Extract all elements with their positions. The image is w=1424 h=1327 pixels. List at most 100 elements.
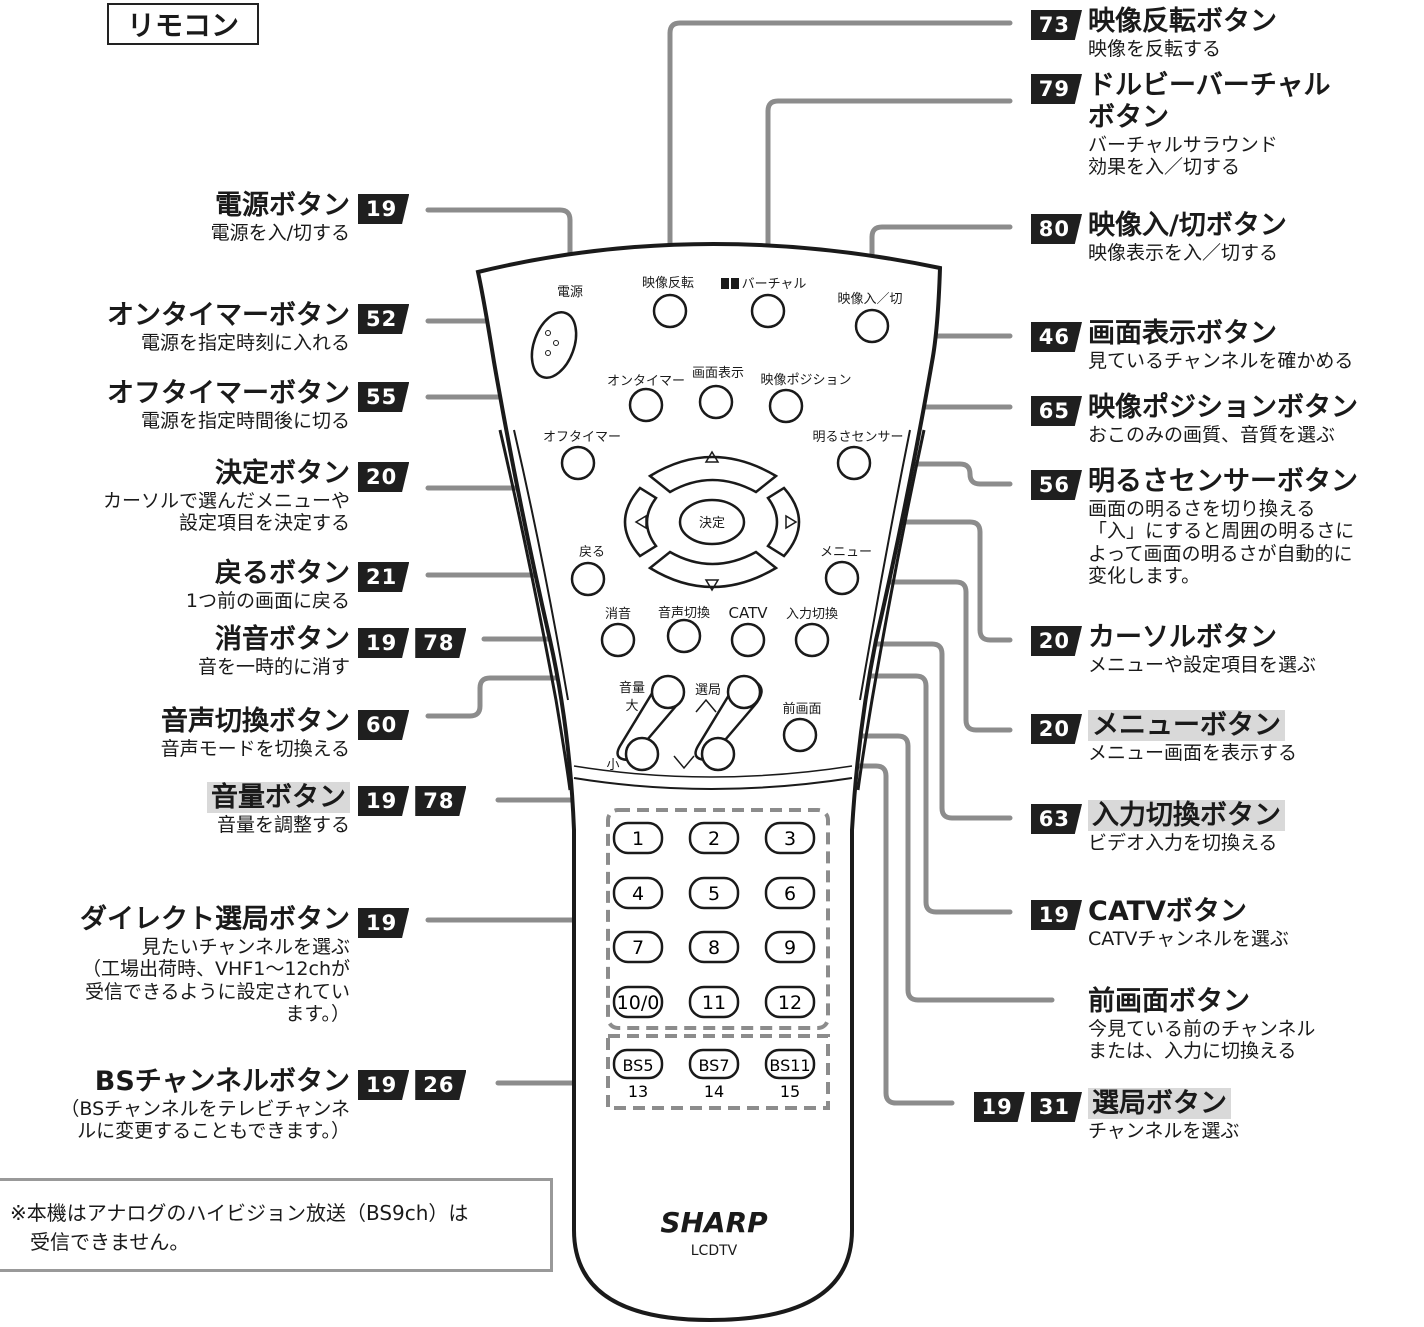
leader-video-onoff (869, 224, 1013, 315)
bs-keypad-outline (606, 1034, 830, 1110)
prev-button (782, 717, 818, 753)
page-refs: 79 (1030, 74, 1082, 104)
page-ref-badge: 46 (1030, 322, 1082, 352)
volume-label: 音量 (619, 680, 645, 696)
mute-label: 消音 (605, 606, 631, 622)
page-ref-badge: 78 (415, 628, 467, 658)
ch-up-caret-icon (695, 698, 717, 713)
annotation-desc: チャンネルを選ぶ (1088, 1119, 1240, 1142)
menu-button (824, 560, 860, 596)
bs-key (612, 1048, 664, 1080)
channel-label: 選局 (695, 683, 721, 698)
bs-key-label: BS11 (769, 1056, 810, 1075)
annotation-desc: 電源を入/切する (210, 221, 350, 244)
num-key-5 (688, 876, 740, 910)
cursor-up-button (647, 455, 779, 494)
page-ref-badge: 19 (358, 1070, 410, 1100)
flip-button (652, 293, 688, 329)
page-refs: 19 (358, 908, 410, 938)
annotation-right: メニューボタンメニュー画面を表示する (1088, 710, 1297, 764)
leader-menu (855, 579, 1013, 733)
sensor-label: 明るさセンサー (812, 430, 903, 445)
annotation-desc: メニューや設定項目を選ぶ (1088, 653, 1317, 676)
ch-down-caret-icon (673, 755, 695, 770)
page-ref-badge: 55 (358, 382, 410, 412)
num-key-label: 3 (784, 828, 796, 850)
leader-input (823, 641, 1013, 821)
catv-label: CATV (729, 604, 769, 622)
annotation-left: 音量ボタン音量を調整する (207, 782, 350, 836)
annotation-desc: メニュー画面を表示する (1088, 741, 1298, 764)
page-refs: 21 (358, 562, 410, 592)
annotation-desc: 映像を反転する (1088, 37, 1222, 60)
leader-flip (667, 20, 1013, 303)
up-arrow-icon (704, 450, 720, 463)
off-timer-label: オフタイマー (543, 430, 621, 445)
num-key-label: 6 (784, 883, 796, 905)
enter-label: 決定 (699, 516, 725, 531)
video-onoff-button (854, 308, 890, 344)
display-label: 画面表示 (692, 366, 744, 381)
annotation-title: 音声切換ボタン (161, 706, 350, 737)
flip-label: 映像反転 (642, 276, 694, 291)
annotation-desc: 見たいチャンネルを選ぶ （工場出荷時、VHF1～12chが 受信できるように設定… (82, 935, 350, 1026)
input-button (794, 622, 830, 658)
annotation-title: 映像ポジションボタン (1088, 392, 1358, 423)
page-ref-badge: 20 (1030, 714, 1082, 744)
annotation-title: 消音ボタン (215, 624, 350, 655)
annotation-title: 入力切換ボタン (1088, 800, 1285, 831)
bs-key (764, 1048, 816, 1080)
annotation-desc: カーソルで選んだメニューや 設定項目を決定する (102, 489, 350, 535)
annotation-desc: ビデオ入力を切換える (1088, 831, 1278, 854)
page-ref-badge: 56 (1030, 470, 1082, 500)
annotation-right: 前画面ボタン今見ている前のチャンネル または、入力に切換える (1088, 986, 1315, 1063)
vol-down-label: 小 (606, 758, 619, 773)
num-key-6 (764, 876, 816, 910)
page-ref-badge: 80 (1030, 214, 1082, 244)
num-key-label: 12 (778, 992, 802, 1014)
audio-label: 音声切換 (658, 605, 710, 621)
page-ref-badge: 19 (358, 908, 410, 938)
num-key-label: 2 (708, 828, 720, 850)
num-key-label: 10/0 (617, 992, 660, 1014)
annotation-desc: 電源を指定時刻に入れる (140, 331, 350, 354)
page-ref-badge: 26 (415, 1070, 467, 1100)
display-button (698, 384, 734, 420)
num-key-label: 4 (632, 883, 644, 905)
annotation-title: メニューボタン (1088, 710, 1285, 741)
num-key-3 (764, 821, 816, 855)
num-key-10 (612, 985, 664, 1019)
catv-button (730, 622, 766, 658)
ch-up-button (726, 674, 762, 710)
bs-key-number: 15 (780, 1082, 800, 1101)
virtual-label: バーチャル (742, 277, 807, 292)
bs-key-label: BS5 (622, 1056, 653, 1075)
annotation-title: 映像入/切ボタン (1088, 210, 1287, 241)
annotation-left: オンタイマーボタン電源を指定時刻に入れる (107, 300, 350, 354)
annotation-title: 映像反転ボタン (1088, 6, 1277, 37)
annotation-title: 戻るボタン (215, 558, 350, 589)
bs-key-number: 13 (628, 1082, 648, 1101)
annotation-desc: （BSチャンネルをテレビチャンネ ルに変更することもできます。） (60, 1097, 350, 1143)
page-refs: 80 (1030, 214, 1082, 244)
mute-button (600, 622, 636, 658)
num-key-label: 7 (632, 937, 644, 959)
position-button (768, 388, 804, 424)
page-ref-badge: 20 (1030, 626, 1082, 656)
input-label: 入力切換 (786, 607, 838, 622)
num-key-11 (688, 985, 740, 1019)
annotation-title: CATVボタン (1088, 896, 1247, 927)
page-ref-badge: 63 (1030, 804, 1082, 834)
off-timer-button (560, 445, 596, 481)
annotation-right: 映像入/切ボタン映像表示を入／切する (1088, 210, 1287, 264)
leader-channel (719, 763, 955, 1106)
bs-key (688, 1048, 740, 1080)
left-arrow-icon (634, 514, 647, 530)
annotation-desc: 音声モードを切換える (160, 737, 350, 760)
vol-up-button (650, 674, 686, 710)
